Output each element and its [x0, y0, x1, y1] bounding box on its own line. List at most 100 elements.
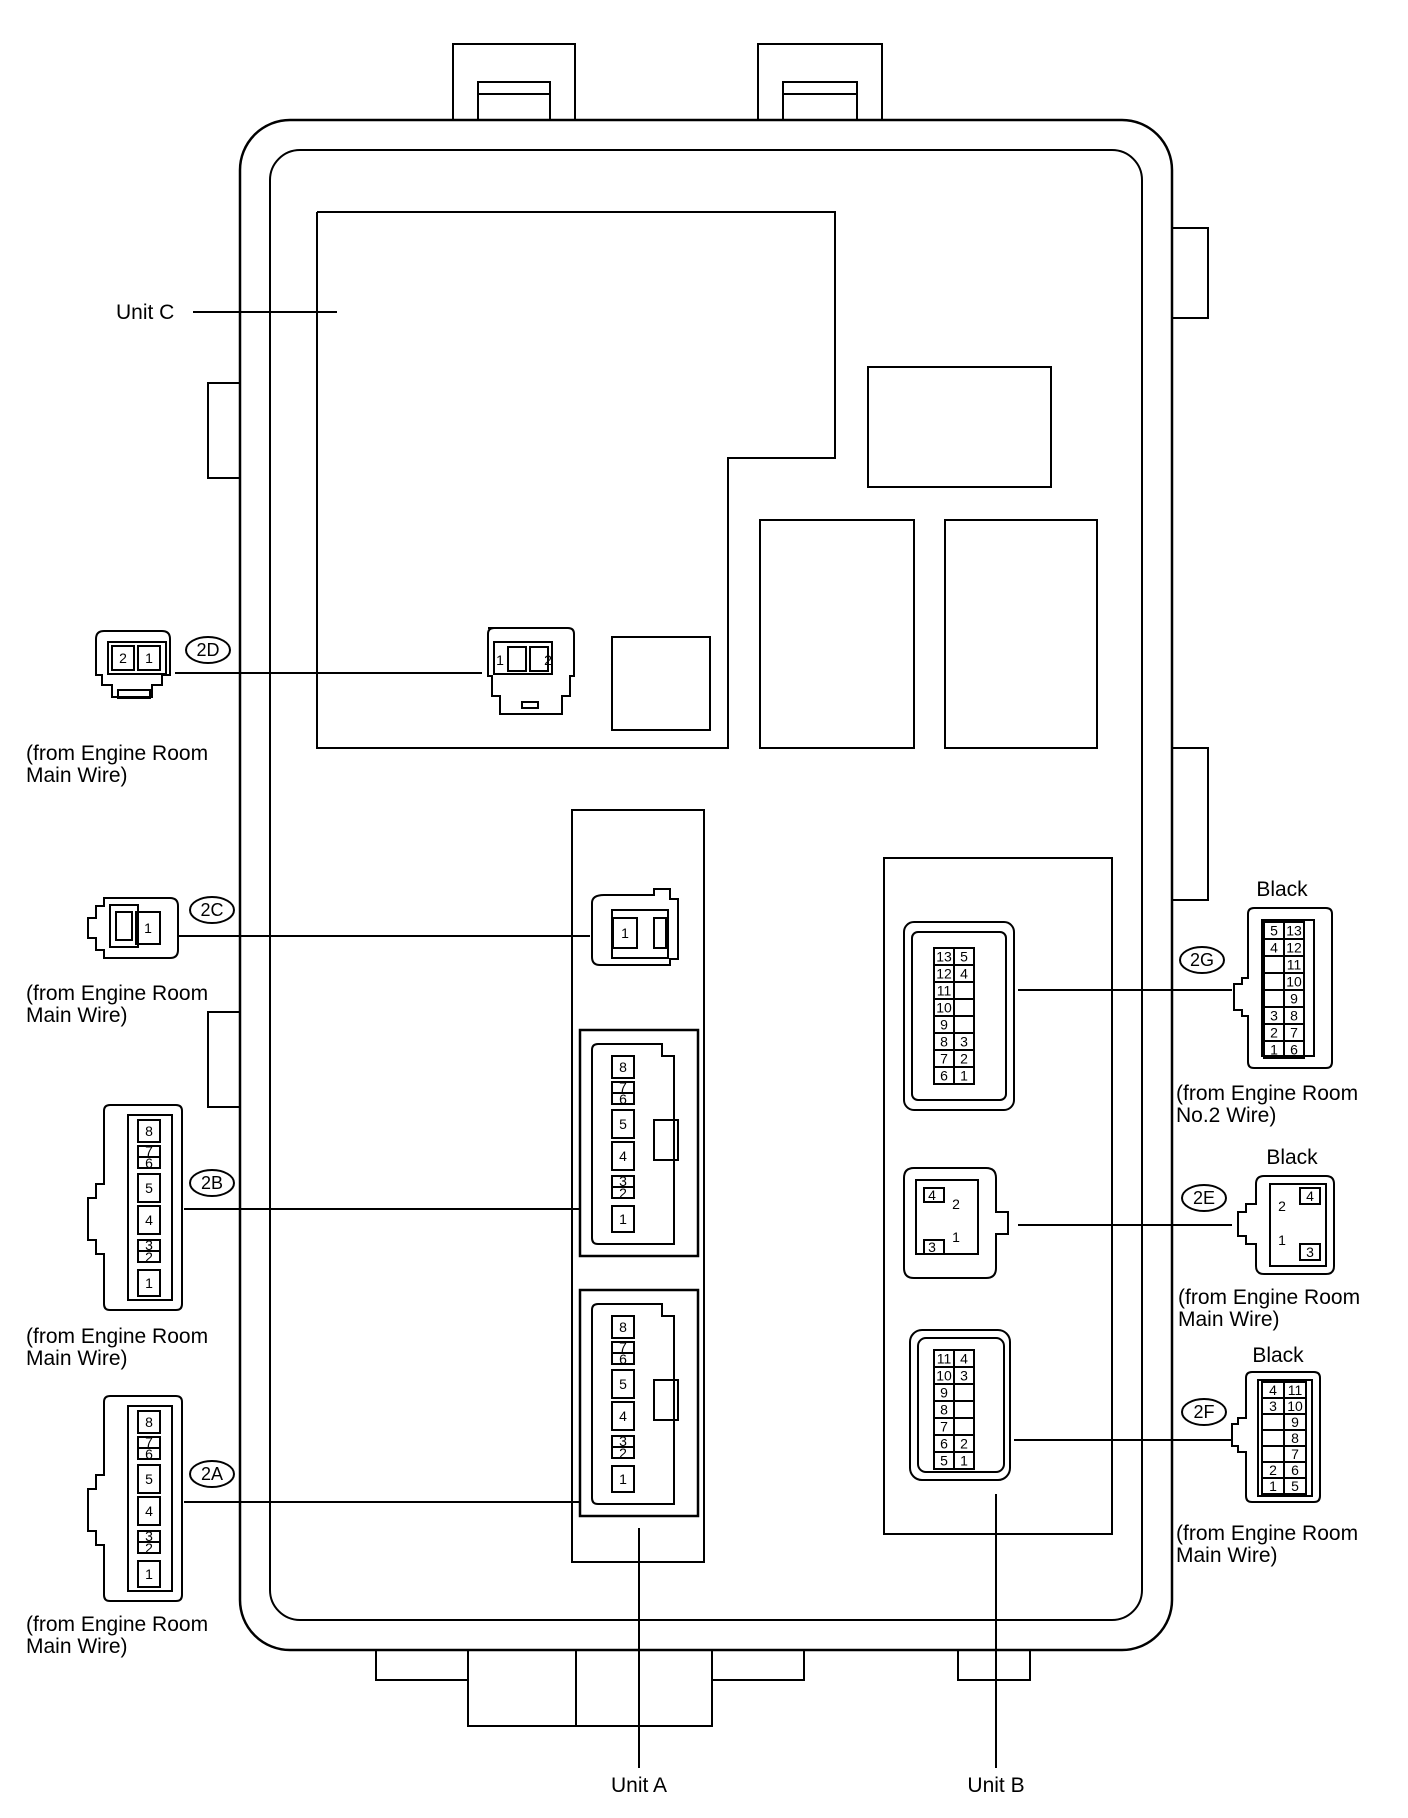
connector-2e-source-2: Main Wire) — [1178, 1308, 1280, 1331]
pin-2f-2: 2 — [1269, 1462, 1277, 1478]
connector-2a-source-2: Main Wire) — [26, 1635, 128, 1658]
pin-cell-2f-socket — [933, 1451, 955, 1470]
pin-2g-9: 9 — [1290, 991, 1298, 1007]
callout-2e — [1181, 1184, 1227, 1212]
pin-2a-socket-8: 8 — [619, 1319, 627, 1335]
pin-2e-socket-2: 2 — [952, 1196, 960, 1212]
connector-2b-id: 2B — [201, 1173, 223, 1193]
pin-2f-3: 3 — [1269, 1398, 1277, 1414]
pin-cell-2g — [1263, 989, 1285, 1008]
pin-cell-2f — [1261, 1413, 1285, 1431]
pin-2g-socket-3: 3 — [960, 1034, 968, 1050]
pin-2b-7: 7 — [145, 1143, 153, 1159]
connector-2d-socket: 1 2 — [487, 627, 575, 715]
connector-2a-socket: 8 7 6 5 4 3 2 1 — [578, 1288, 700, 1518]
connector-2c-source-1: (from Engine Room — [26, 982, 208, 1005]
connector-2e: 4 2 1 3 — [1237, 1175, 1335, 1275]
pin-2d-socket-2: 2 — [544, 652, 552, 668]
callout-2c — [189, 896, 235, 924]
pin-2f-socket-6: 6 — [940, 1436, 948, 1452]
pin-2a-2: 2 — [145, 1540, 153, 1556]
connector-2f-id: 2F — [1193, 1402, 1214, 1422]
connector-2e-color: Black — [1266, 1146, 1318, 1169]
connector-2e-id: 2E — [1193, 1188, 1215, 1208]
pin-2a-5: 5 — [145, 1471, 153, 1487]
connector-2a-id: 2A — [201, 1464, 223, 1484]
pin-2f-9: 9 — [1291, 1414, 1299, 1430]
pin-2b-socket-5: 5 — [619, 1116, 627, 1132]
pin-2f-socket-10: 10 — [936, 1368, 952, 1384]
pin-2g-socket-11: 11 — [937, 983, 952, 999]
pin-2f-10: 10 — [1287, 1398, 1303, 1414]
connector-2f-source-2: Main Wire) — [1176, 1544, 1278, 1567]
pin-cell-2g — [1263, 972, 1285, 991]
pin-2a-1: 1 — [145, 1566, 153, 1582]
pin-2f-6: 6 — [1291, 1462, 1299, 1478]
pin-2g-socket-7: 7 — [940, 1051, 948, 1067]
connector-2g-color: Black — [1256, 878, 1308, 901]
pin-2e-socket-4: 4 — [928, 1187, 936, 1203]
pin-2b-8: 8 — [145, 1123, 153, 1139]
pin-2g-7: 7 — [1290, 1025, 1298, 1041]
pin-2f-socket-8: 8 — [940, 1402, 948, 1418]
connector-2c: 1 — [87, 897, 179, 959]
pin-2f-socket-2: 2 — [960, 1436, 968, 1452]
connector-2c-id: 2C — [200, 900, 223, 920]
connector-2e-socket: 4 2 1 3 — [903, 1167, 1009, 1279]
connector-2b-source-2: Main Wire) — [26, 1347, 128, 1370]
connector-2c-socket: 1 — [591, 888, 679, 966]
pin-2f-11: 11 — [1288, 1382, 1303, 1398]
pin-2b-5: 5 — [145, 1180, 153, 1196]
pin-2f-socket-4: 4 — [960, 1351, 968, 1367]
pin-2a-8: 8 — [145, 1414, 153, 1430]
pin-2a-socket-2: 2 — [619, 1445, 627, 1461]
pin-2g-12: 12 — [1286, 940, 1302, 956]
pin-2a-socket-7: 7 — [619, 1339, 627, 1355]
pin-2e-socket-3: 3 — [928, 1239, 936, 1255]
connector-2b-socket: 8 7 6 5 4 3 2 1 — [578, 1028, 700, 1258]
pin-2g-socket-5: 5 — [960, 949, 968, 965]
pin-2f-socket-1: 1 — [960, 1453, 968, 1469]
pin-2g-1: 1 — [1270, 1042, 1278, 1058]
connector-2c-source-2: Main Wire) — [26, 1004, 128, 1027]
callout-2d — [185, 636, 231, 664]
pin-2e-socket-1: 1 — [952, 1229, 960, 1245]
pin-2e-3: 3 — [1306, 1244, 1314, 1260]
pin-2a-socket-4: 4 — [619, 1408, 627, 1424]
pin-2g-11: 11 — [1287, 957, 1302, 973]
connector-2d: 2 1 — [95, 630, 171, 699]
pin-2d-socket-1: 1 — [496, 652, 504, 668]
connector-2a: 8 7 6 5 4 3 2 1 — [87, 1395, 183, 1602]
pin-2b-1: 1 — [145, 1275, 153, 1291]
connector-2f-color: Black — [1252, 1344, 1304, 1367]
pin-2f-5: 5 — [1291, 1478, 1299, 1494]
pin-2g-4: 4 — [1270, 940, 1278, 956]
pin-2f-socket-9: 9 — [940, 1385, 948, 1401]
pin-cell-2f — [1261, 1429, 1285, 1447]
pin-2f-socket-3: 3 — [960, 1368, 968, 1384]
pin-2a-socket-6: 6 — [619, 1351, 627, 1367]
unit-b-region — [883, 857, 1113, 1535]
pin-2b-socket-6: 6 — [619, 1091, 627, 1107]
connector-2b-source-1: (from Engine Room — [26, 1325, 208, 1348]
pin-2g-socket-6: 6 — [940, 1068, 948, 1084]
connector-leaders — [175, 672, 1232, 1503]
pin-2f-socket-11: 11 — [937, 1351, 952, 1367]
pin-2b-socket-3: 3 — [619, 1173, 627, 1189]
unit-b-label: Unit B — [967, 1774, 1024, 1797]
pin-2d-1: 1 — [145, 650, 153, 666]
connector-2f-source-1: (from Engine Room — [1176, 1522, 1358, 1545]
fuse-box-housing — [207, 43, 1209, 1727]
connector-2g-id: 2G — [1190, 950, 1214, 970]
pin-2g-socket-9: 9 — [940, 1017, 948, 1033]
pin-2g-13: 13 — [1286, 923, 1302, 939]
pin-2b-2: 2 — [145, 1249, 153, 1265]
pin-2f-socket-7: 7 — [940, 1419, 948, 1435]
pin-cell-2g — [1283, 1040, 1305, 1059]
pin-2a-socket-5: 5 — [619, 1376, 627, 1392]
pin-2g-socket-13: 13 — [936, 949, 952, 965]
